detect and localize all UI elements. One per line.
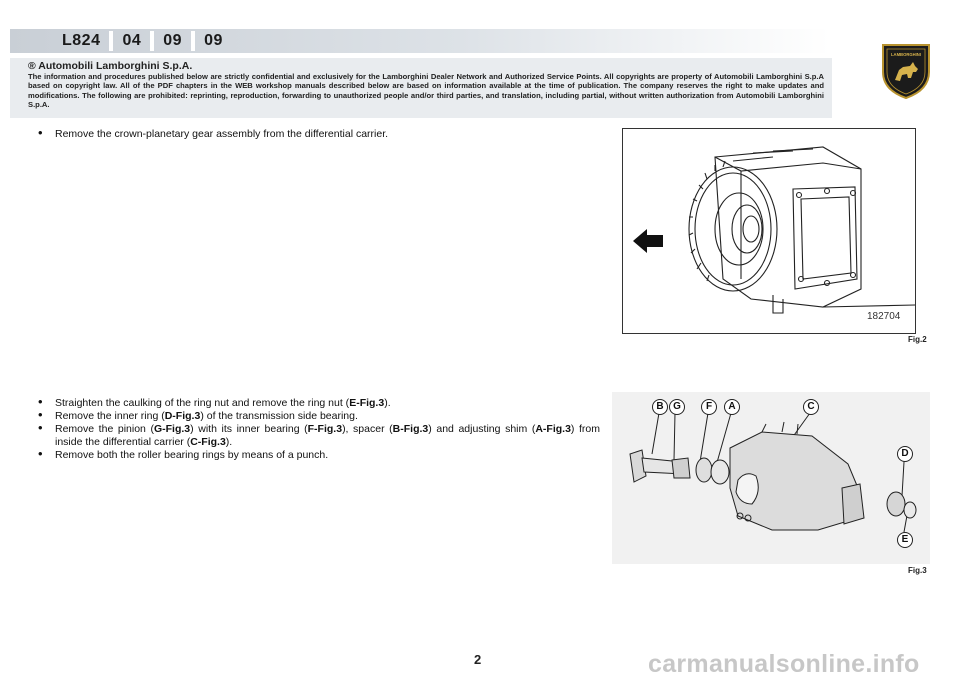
- lamborghini-logo: LAMBORGHINI: [882, 44, 930, 100]
- callout-c: C: [803, 399, 819, 415]
- code-separator: [150, 31, 155, 51]
- page-code: 09: [204, 32, 223, 49]
- instruction-item: • Remove the pinion (G-Fig.3) with its i…: [38, 420, 601, 449]
- differential-carrier-drawing: 182704: [633, 146, 916, 322]
- callout-f: F: [701, 399, 717, 415]
- exploded-pinion-drawing: [629, 412, 917, 533]
- code-separator: [109, 31, 114, 51]
- callout-d: D: [897, 446, 913, 462]
- instruction-item: • Straighten the caulking of the ring nu…: [38, 394, 598, 410]
- confidentiality-notice: The information and procedures published…: [28, 72, 824, 110]
- callout-a: A: [724, 399, 740, 415]
- instruction-item: • Remove the crown-planetary gear assemb…: [38, 125, 598, 141]
- callout-b: B: [652, 399, 668, 415]
- instruction-text: Remove the pinion (G-Fig.3) with its inn…: [55, 423, 601, 448]
- callout-e: E: [897, 532, 913, 548]
- notice-band: [10, 58, 832, 118]
- instruction-text: Remove both the roller bearing rings by …: [55, 449, 329, 461]
- model-code: L824: [62, 32, 101, 49]
- bullet-icon: •: [38, 407, 43, 422]
- group-code: 04: [122, 32, 142, 49]
- instruction-item: • Remove the inner ring (D-Fig.3) of the…: [38, 407, 598, 423]
- figure-code: 182704: [867, 311, 901, 322]
- instruction-text: Remove the inner ring (D-Fig.3) of the t…: [55, 410, 358, 422]
- copyright-title: ® Automobili Lamborghini S.p.A.: [28, 60, 193, 72]
- code-separator: [191, 31, 196, 51]
- header-band: [10, 29, 830, 53]
- section-code: 09: [163, 32, 183, 49]
- figure-2: 182704: [622, 128, 916, 334]
- bullet-icon: •: [38, 125, 43, 140]
- page-number: 2: [474, 652, 482, 667]
- callout-g: G: [669, 399, 685, 415]
- manual-code: L824 04 09 09: [62, 31, 223, 51]
- figure-3: B G F A C D E: [612, 392, 930, 564]
- figure-2-label: Fig.2: [908, 335, 927, 344]
- bullet-icon: •: [38, 394, 43, 409]
- instruction-text: Straighten the caulking of the ring nut …: [55, 397, 391, 409]
- bullet-icon: •: [38, 446, 43, 461]
- instruction-item: • Remove both the roller bearing rings b…: [38, 446, 598, 462]
- site-watermark: carmanualsonline.info: [648, 650, 920, 678]
- bullet-icon: •: [38, 420, 43, 435]
- figure-3-label: Fig.3: [908, 566, 927, 575]
- svg-text:LAMBORGHINI: LAMBORGHINI: [891, 52, 921, 57]
- instruction-text: Remove the crown-planetary gear assembly…: [55, 128, 389, 140]
